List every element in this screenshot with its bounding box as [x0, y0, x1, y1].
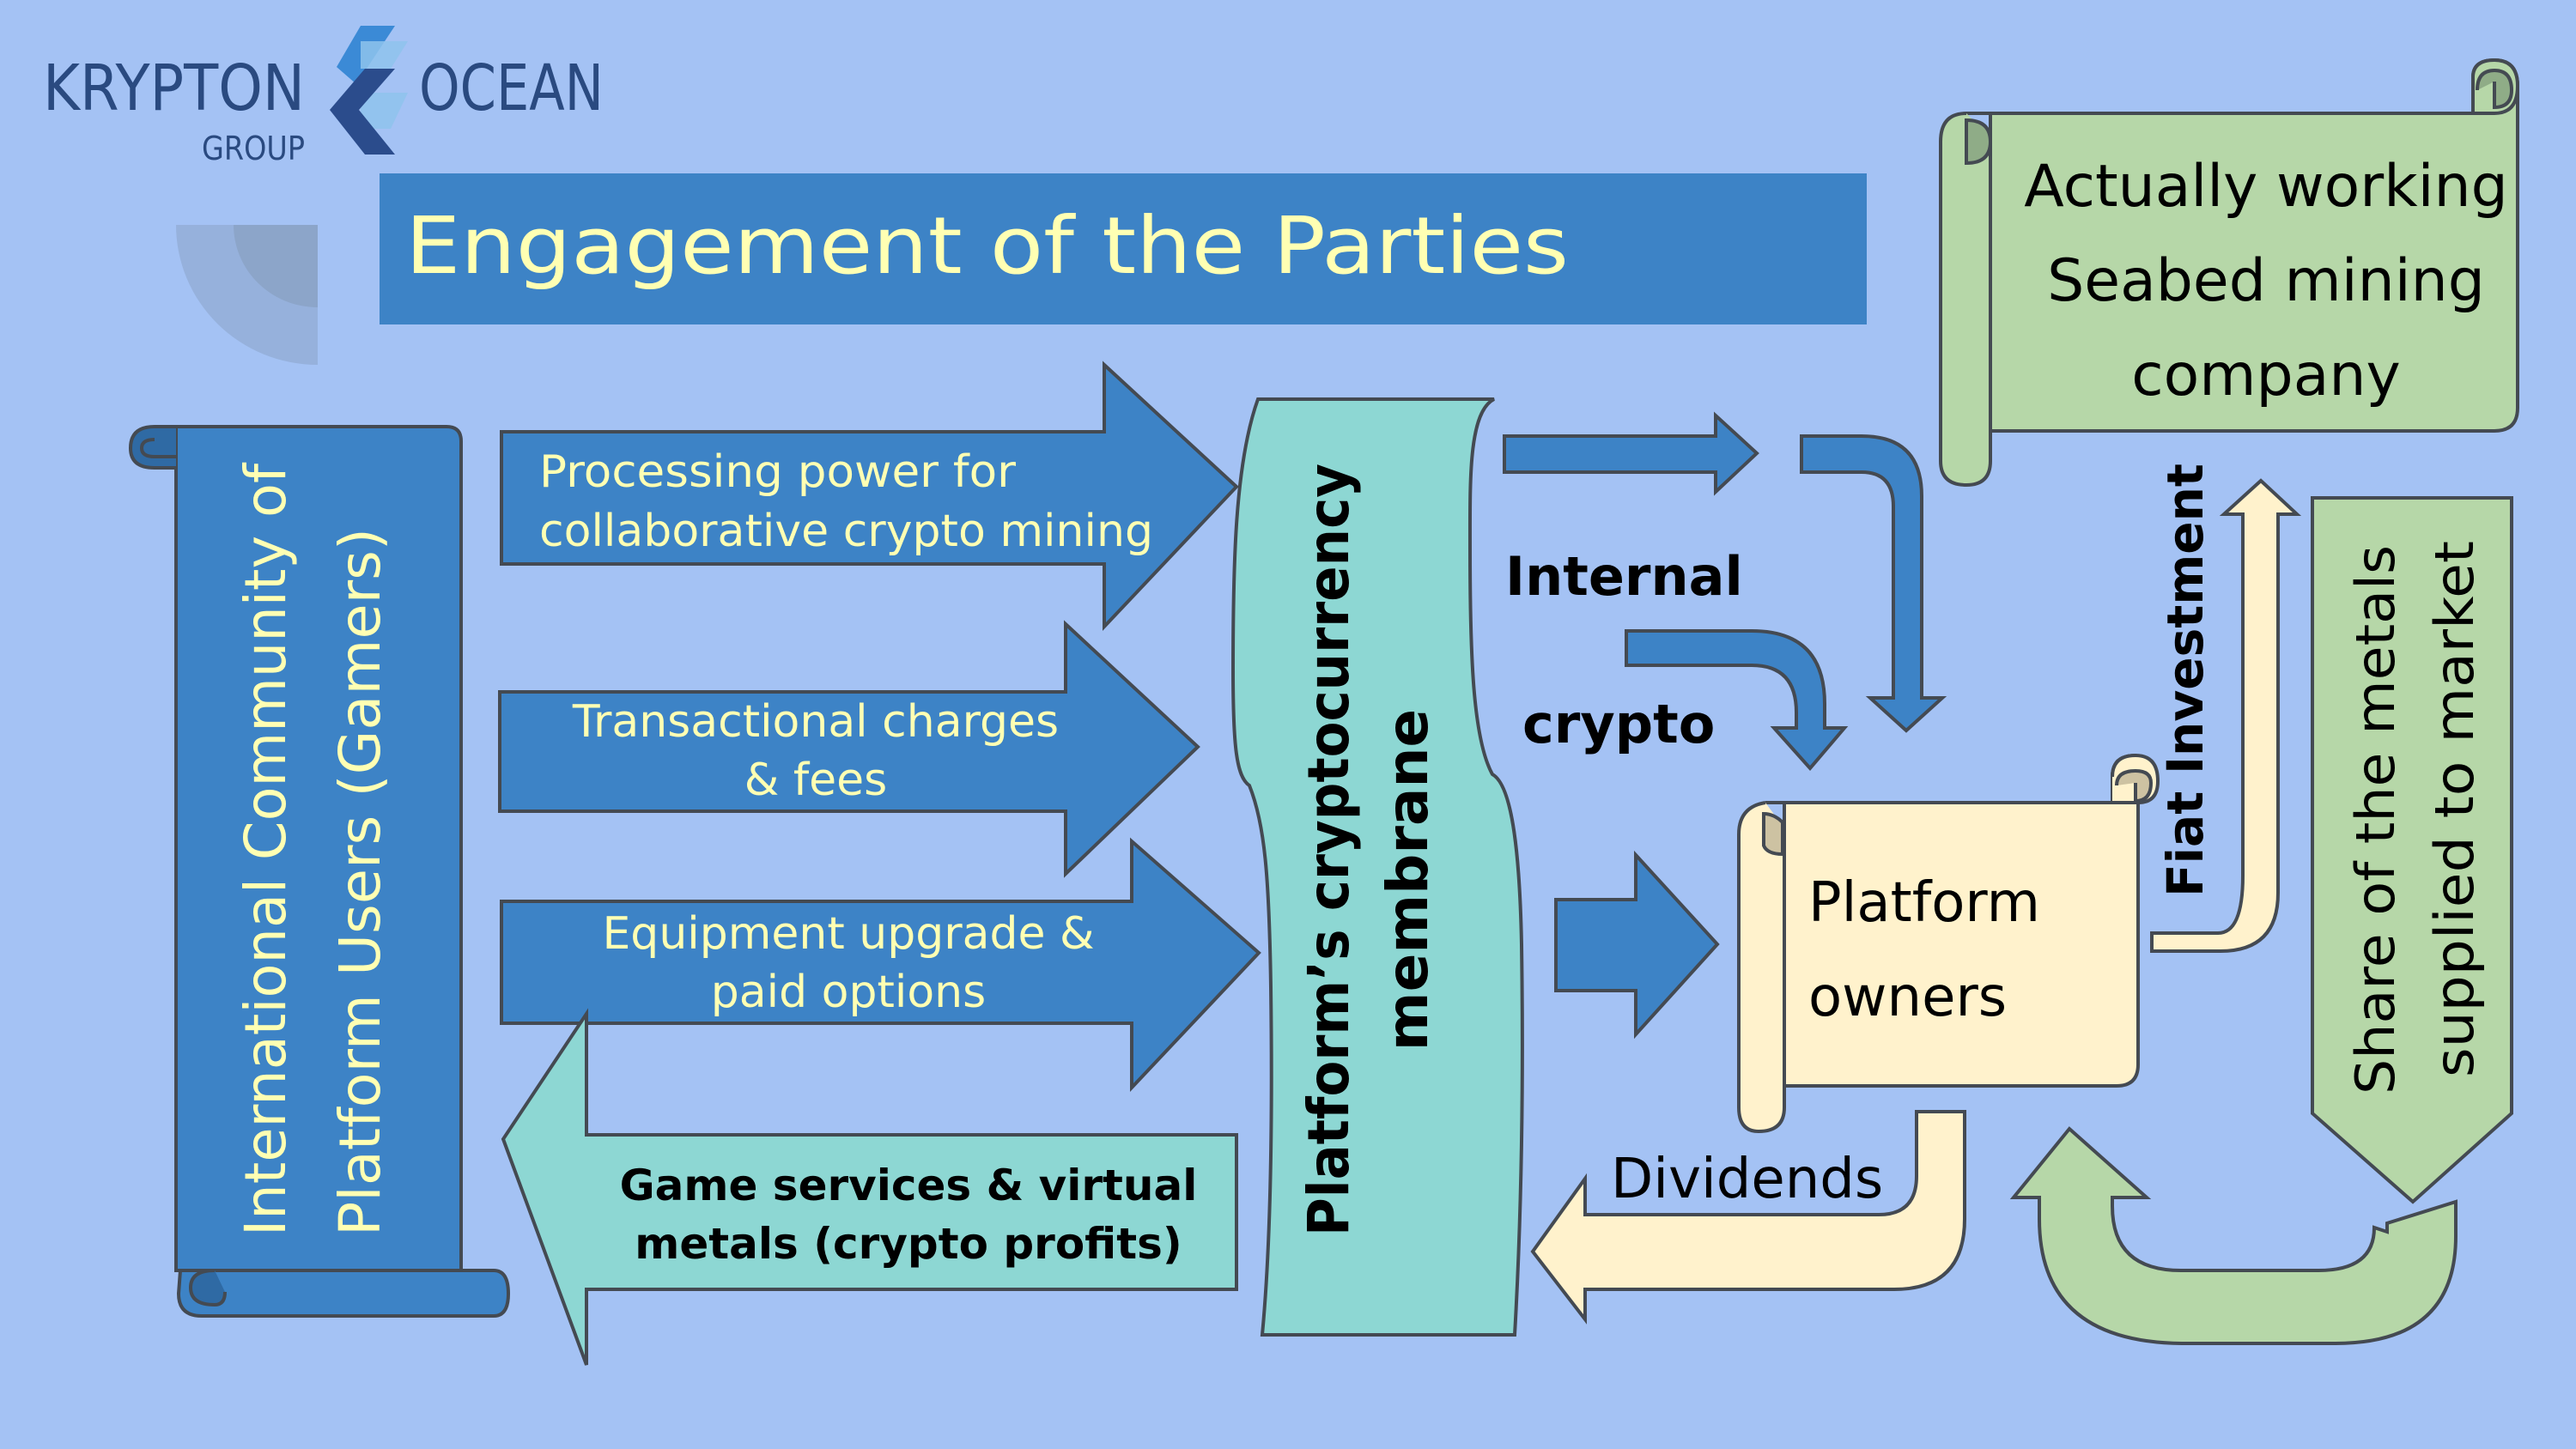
logo: KRYPTON GROUP OCEAN	[43, 26, 604, 167]
internal-crypto-line2: crypto	[1522, 693, 1715, 755]
mining-scroll: Actually working Seabed mining company	[1939, 58, 2520, 488]
inflow-2-line1: Transactional charges	[572, 696, 1059, 748]
outflow-arrow-game-services: Game services & virtual metals (crypto p…	[501, 1008, 1238, 1366]
metals-share-arrow: Share of the metals supplied to market	[2009, 496, 2513, 1345]
chevron-left-logo-icon	[330, 26, 408, 155]
membrane-to-owners-arrow-top	[1503, 411, 1759, 496]
inflow-3-line1: Equipment upgrade &	[602, 908, 1094, 960]
logo-group: GROUP	[202, 130, 305, 167]
inflow-arrow-transactional-fees: Transactional charges & fees	[498, 620, 1200, 878]
decorative-quarter-circle	[176, 225, 318, 365]
cryptocurrency-membrane: Platform’s cryptocurrency membrane	[1230, 397, 1524, 1337]
mining-line1: Actually working	[2024, 153, 2508, 221]
users-scroll-line1: International Community of	[233, 462, 299, 1236]
owners-line2: owners	[1808, 966, 2007, 1029]
inflow-1-line1: Processing power for	[539, 446, 1017, 498]
inflow-arrow-processing-power: Processing power for collaborative crypt…	[500, 361, 1239, 632]
users-scroll: International Community of Platform User…	[128, 425, 511, 1318]
owners-scroll: Platform owners	[1737, 753, 2160, 1134]
mining-line2: Seabed mining	[2047, 247, 2485, 315]
membrane-line1: Platform’s cryptocurrency	[1296, 464, 1362, 1236]
inflow-3-line2: paid options	[711, 967, 986, 1018]
curved-down-arrow-left	[1625, 629, 1849, 772]
inflow-1-line2: collaborative crypto mining	[539, 506, 1153, 557]
page-title: Engagement of the Parties	[405, 200, 1569, 292]
fiat-investment-arrow	[2150, 478, 2302, 953]
users-scroll-line2: Platform Users (Gamers)	[327, 528, 393, 1236]
logo-krypton: KRYPTON	[43, 52, 305, 125]
mining-line3: company	[2131, 342, 2400, 409]
curved-down-arrow-right	[1800, 434, 1947, 733]
fiat-investment-label: Fiat Investment	[2156, 464, 2215, 897]
metals-share-line1: Share of the metals	[2344, 545, 2407, 1094]
owners-line1: Platform	[1808, 871, 2040, 935]
metals-share-line2: supplied to market	[2423, 541, 2486, 1077]
dividends-label: Dividends	[1611, 1148, 1883, 1211]
membrane-line2: membrane	[1375, 709, 1441, 1051]
logo-ocean: OCEAN	[419, 52, 604, 125]
dividends-arrow	[1530, 1110, 1966, 1325]
outflow-line2: metals (crypto profits)	[635, 1219, 1182, 1269]
outflow-line1: Game services & virtual	[620, 1161, 1198, 1210]
membrane-to-owners-arrow-middle	[1554, 850, 1720, 1040]
title-banner: Engagement of the Parties	[380, 173, 1867, 324]
inflow-arrow-equipment-upgrade: Equipment upgrade & paid options	[500, 837, 1261, 1093]
internal-crypto-line1: Internal	[1505, 545, 1743, 608]
inflow-2-line2: & fees	[744, 755, 887, 806]
